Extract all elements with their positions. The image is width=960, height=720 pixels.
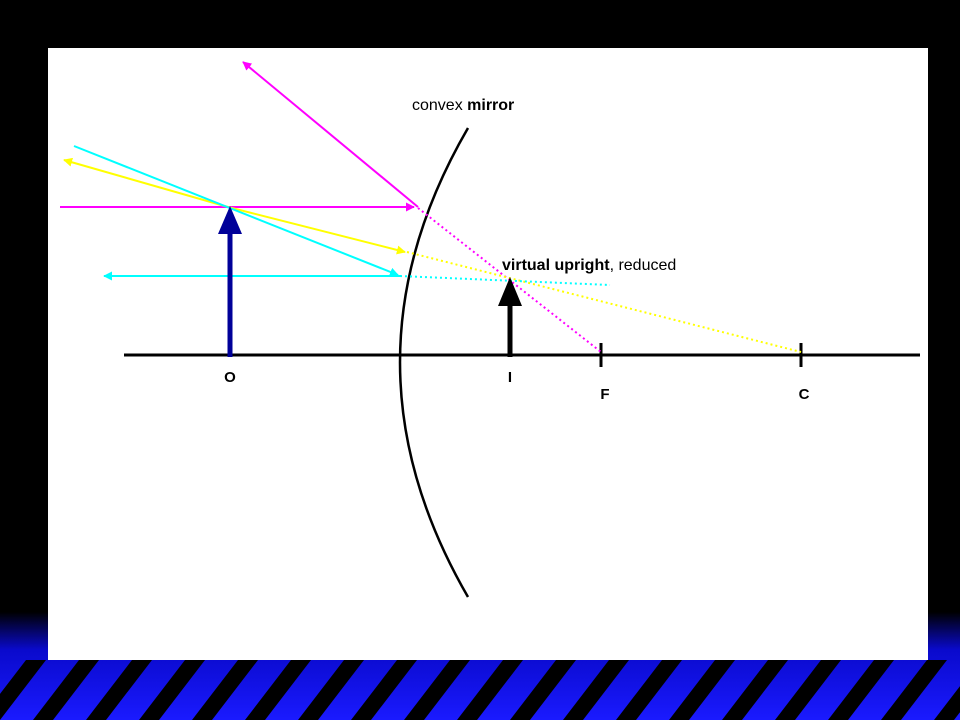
incident-ray-focal [73, 145, 399, 277]
band-stripe [404, 660, 470, 720]
center-label: C [799, 386, 810, 403]
band-stripe [563, 660, 629, 720]
band-stripe [298, 660, 364, 720]
band-stripe [510, 660, 576, 720]
reflected-ray-parallel [242, 61, 419, 208]
mirror-label-bold: mirror [467, 97, 514, 114]
focal-label: F [600, 386, 609, 403]
mirror-label: convex mirror [412, 97, 514, 114]
image-point-label: I [508, 369, 512, 386]
band-stripe [33, 660, 99, 720]
diagram-panel: convex mirror virtual upright, reduced O… [48, 48, 928, 660]
object-label: O [224, 369, 236, 386]
image-label-normal: , reduced [610, 257, 677, 274]
image-arrow-head [498, 277, 522, 306]
band-stripe [775, 660, 841, 720]
object-arrow-head [218, 206, 242, 234]
incident-ray-center [227, 206, 406, 255]
band-stripe [616, 660, 682, 720]
band-stripe [0, 660, 46, 720]
band-stripe [192, 660, 258, 720]
virtual-ray-parallel [399, 275, 611, 286]
band-stripe [86, 660, 152, 720]
band-stripe [457, 660, 523, 720]
band-stripes [0, 660, 960, 720]
band-stripe [351, 660, 417, 720]
band-stripe [669, 660, 735, 720]
convex-mirror [398, 127, 470, 598]
band-stripe [722, 660, 788, 720]
band-stripe [245, 660, 311, 720]
mirror-label-normal: convex [412, 97, 467, 114]
image-label-bold: virtual upright [502, 257, 610, 274]
band-stripe [139, 660, 205, 720]
reflected-ray-center [63, 157, 229, 208]
band-stripe [881, 660, 947, 720]
image-label: virtual upright, reduced [502, 257, 676, 274]
band-stripe [828, 660, 894, 720]
convex-mirror-diagram: convex mirror virtual upright, reduced O… [60, 61, 920, 598]
